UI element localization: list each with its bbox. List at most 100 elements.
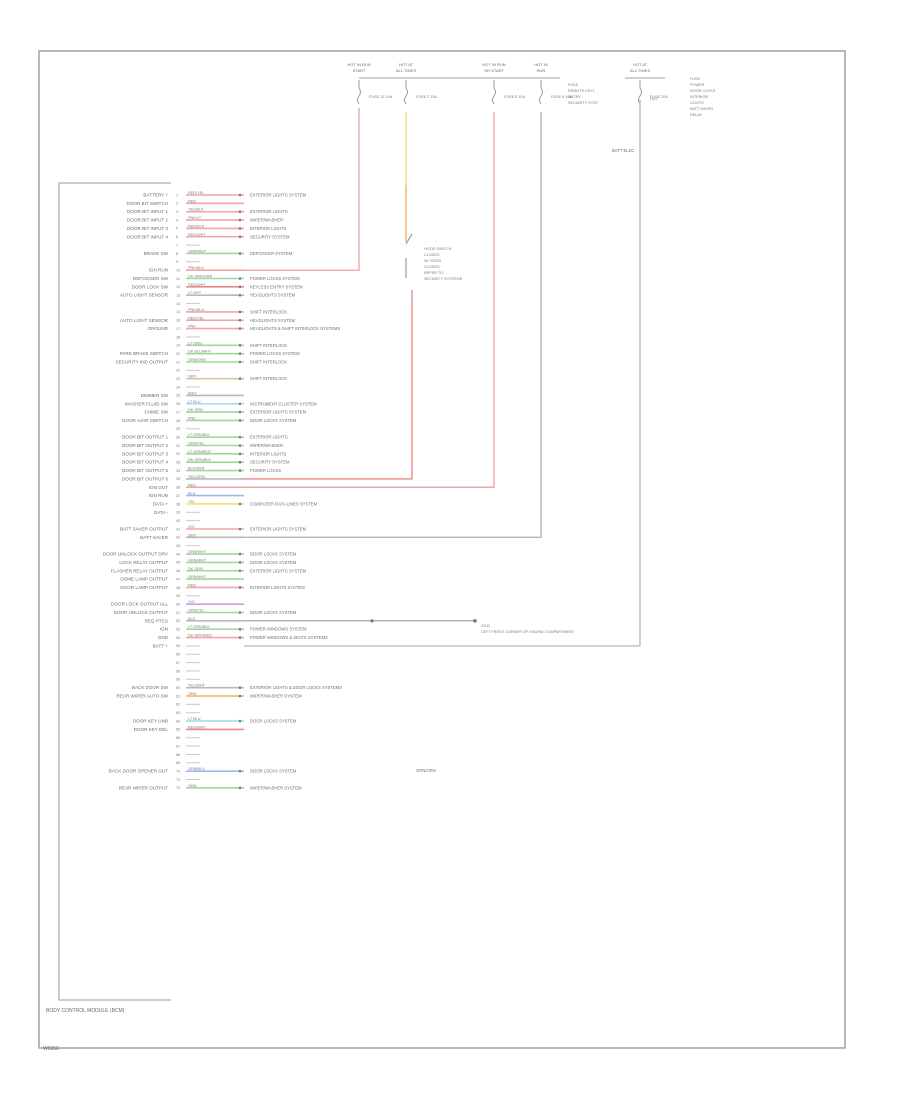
- pin-label: DOOR BIT INPUT 1: [127, 209, 168, 214]
- pin-label: REQ PTCS: [145, 618, 168, 623]
- pin-number: 17: [176, 327, 180, 331]
- pin-number: 1: [176, 193, 178, 197]
- destination-label: SECURITY SYSTEM: [250, 460, 290, 465]
- destination-label: WIPER/WASHER: [250, 218, 283, 223]
- wire-color-label: PNK/BLK: [188, 266, 205, 270]
- source-subtitle: ALL TIMES: [396, 68, 417, 73]
- pin-label: DOOR BIT OUTPUT 1: [122, 435, 168, 440]
- wire-color-label: YEL/ORN: [188, 475, 205, 479]
- feed-wire: [244, 112, 495, 488]
- pin-number: 65: [176, 728, 180, 732]
- footer-code: W0356: [43, 1046, 59, 1052]
- pin-number: 2: [176, 202, 178, 206]
- wire-color-label: PNK: [188, 325, 196, 329]
- pin-label: DOOR BIT OUTPUT 4: [122, 460, 168, 465]
- pin-number: 36: [176, 486, 180, 490]
- wire-color-label: PNK/LT: [188, 216, 202, 220]
- fuse-note: LIGHTS: [690, 101, 704, 105]
- wire-color-label: GRY: [188, 533, 197, 537]
- pin-label: DOOR BIT INPUT 2: [127, 218, 168, 223]
- connector-dot: [238, 627, 242, 631]
- pin-number: 46: [176, 569, 180, 573]
- connector-dot: [238, 193, 242, 197]
- pin-label: DOOR AJAR SWITCH: [122, 418, 168, 423]
- connector-dot: [238, 444, 242, 447]
- pin-number: 50: [176, 602, 180, 606]
- pin-number: 16: [176, 319, 180, 323]
- destination-label: HEADLIGHTS SYSTEM: [250, 318, 296, 323]
- connector-dot: [238, 786, 242, 790]
- pin-number: 30: [176, 435, 180, 439]
- pin-label: DOOR LAMP OUTPUT: [120, 585, 168, 590]
- wire-color-label: BLK: [188, 617, 196, 621]
- destination-label: POWER WINDOWS SYSTEM: [250, 627, 307, 632]
- pin-number: 66: [176, 736, 180, 740]
- pin-label: REAR WIPER OUTPUT: [119, 785, 168, 790]
- pin-number: 42: [176, 536, 180, 540]
- destination-label: EXTERIOR LIGHTS SYSTEM: [250, 527, 307, 532]
- pin-label: DOOR BIT INPUT 4: [127, 234, 168, 239]
- hood-switch-note: W/ HOOD: [424, 259, 441, 263]
- pin-number: 68: [176, 753, 180, 757]
- connector-dot: [238, 460, 242, 464]
- feed-wire: [244, 100, 641, 647]
- wire-color-label: DK GRN/RED: [188, 634, 212, 638]
- destination-label: DOOR LOCKS SYSTEM: [250, 418, 297, 423]
- wire-color-label: GRY: [188, 375, 197, 379]
- pin-label: GND: [158, 635, 169, 640]
- fuse-label: FUSE 6 10A: [551, 95, 573, 99]
- connector-dot: [238, 377, 242, 381]
- pin-number: 64: [176, 719, 180, 723]
- pin-label: DOOR BIT SWITCH: [126, 201, 168, 206]
- connector-dot: [238, 686, 242, 689]
- destination-label: DOOR LOCKS SYSTEM: [250, 552, 297, 557]
- pin-number: 25: [176, 394, 180, 398]
- destination-label: EXTERIOR LIGHTS SYSTEM: [250, 193, 307, 198]
- pin-label: DOOR BIT OUTPUT 6: [122, 476, 168, 481]
- pin-label: LOCK RELAY OUTPUT: [119, 560, 168, 565]
- connector-dot: [238, 552, 242, 556]
- ground-note: LEFT FRONT CORNER OF ENGINE COMPARTMENT: [481, 630, 575, 634]
- wire-color-label: YEL/BLK: [188, 208, 204, 212]
- hood-switch-note: REFER TO: [424, 271, 443, 275]
- wire-color-label: BLK/WHT: [188, 467, 206, 471]
- hood-wire-label: GRN/ORN: [416, 768, 436, 773]
- pin-number: 44: [176, 552, 180, 556]
- diagram-frame: [38, 50, 846, 1049]
- connector-dot: [238, 719, 242, 723]
- pin-number: 43: [176, 544, 180, 548]
- pin-label: DOOR BIT INPUT 3: [127, 226, 168, 231]
- connector-dot: [238, 218, 242, 222]
- pin-number: 12: [176, 285, 180, 289]
- hood-switch-icon: [405, 233, 413, 278]
- pin-number: 28: [176, 419, 180, 423]
- destination-label: INTERIOR LIGHTS: [250, 451, 287, 456]
- pin-label: IGN RUN: [149, 493, 168, 498]
- pin-number: 69: [176, 761, 180, 765]
- pin-label: BATT SAVER OUTPUT: [120, 527, 168, 532]
- wire-color-label: DK GRN/ORN: [188, 275, 213, 279]
- pin-label: DOOR UNLOCK OUTPUT DRV: [103, 552, 169, 557]
- pin-number: 61: [176, 694, 180, 698]
- destination-label: DOOR LOCKS SYSTEM: [250, 610, 297, 615]
- feed-wire: [244, 112, 542, 539]
- wire-color-label: BLU: [188, 492, 196, 496]
- pin-label: BACK DOOR OPENER OUT: [109, 769, 168, 774]
- destination-label: EXTERIOR LIGHTS: [250, 435, 288, 440]
- wire-color-label: PNK: [188, 416, 196, 420]
- wire-color-label: GRN/WHT: [188, 550, 207, 554]
- pin-number: 26: [176, 402, 180, 406]
- destination-label: POWER LOCKS: [250, 468, 281, 473]
- pin-label: PARK BRAKE SWITCH: [120, 351, 168, 356]
- destination-label: HEADLIGHTS SYSTEM: [250, 293, 296, 298]
- pin-label: DATA -: [154, 510, 169, 515]
- pin-number: 20: [176, 352, 180, 356]
- fuse-note: DOOR LOCKS: [690, 89, 716, 93]
- wire-color-label: LT BLU: [188, 717, 201, 721]
- pin-number: 40: [176, 519, 180, 523]
- wire-color-label: YEL: [188, 500, 195, 504]
- pin-number: 56: [176, 653, 180, 657]
- connector-dot: [238, 318, 242, 322]
- pin-label: BATT SAVER: [140, 535, 169, 540]
